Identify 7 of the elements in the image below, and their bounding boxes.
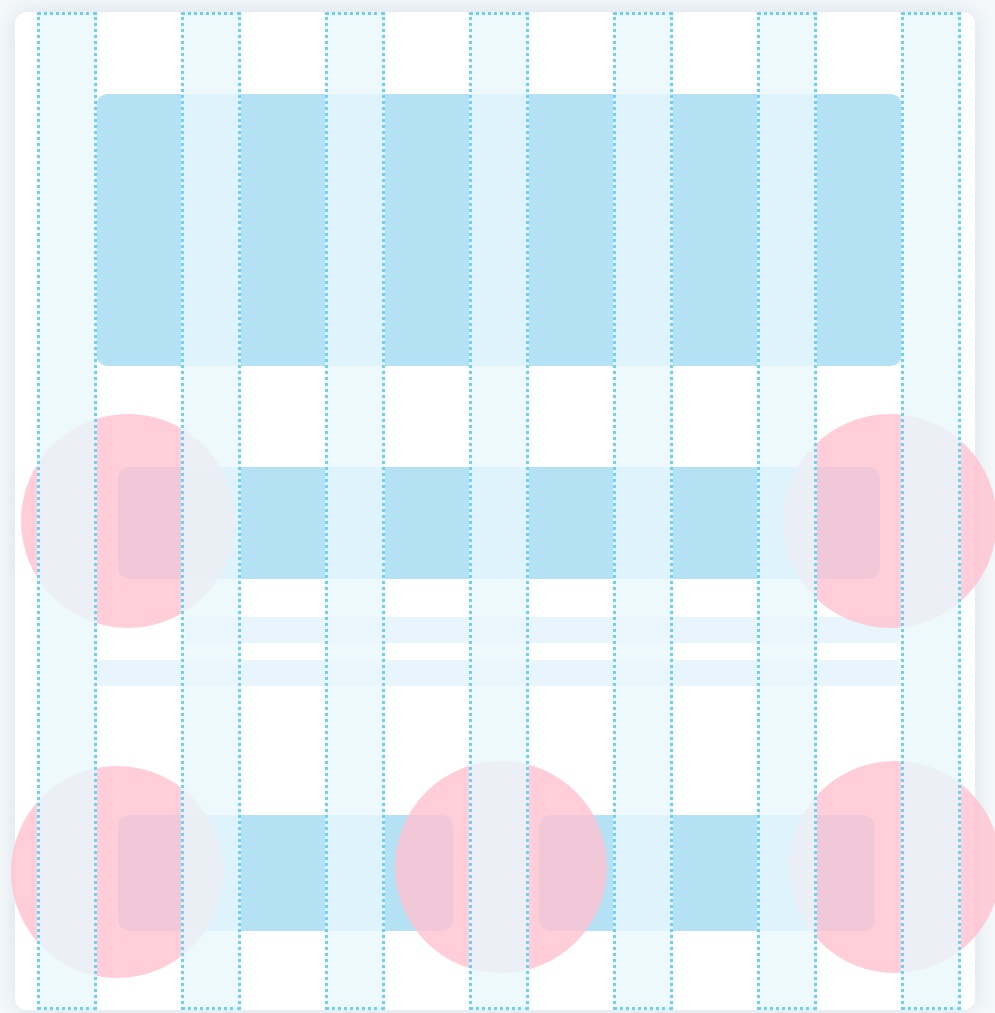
grid-column <box>613 12 673 1010</box>
grid-column <box>757 12 817 1010</box>
grid-column <box>325 12 385 1010</box>
grid-column <box>181 12 241 1010</box>
grid-column <box>37 12 97 1010</box>
grid-column <box>469 12 529 1010</box>
grid-column <box>901 12 961 1010</box>
